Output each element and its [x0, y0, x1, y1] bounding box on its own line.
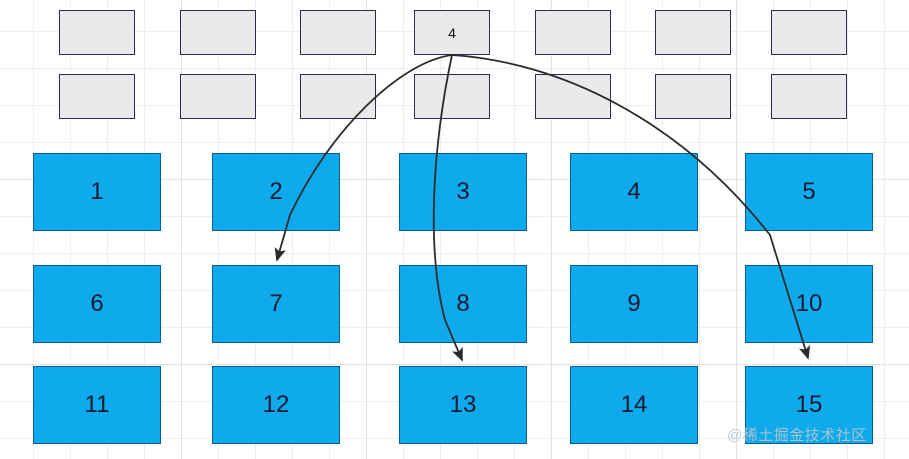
gray-box-bottom-5[interactable] [535, 74, 611, 119]
blue-box-7[interactable]: 7 [212, 265, 340, 343]
blue-box-13[interactable]: 13 [399, 366, 527, 444]
blue-box-4[interactable]: 4 [570, 153, 698, 231]
blue-box-10-label: 10 [795, 290, 823, 317]
blue-box-12-label: 12 [262, 391, 290, 418]
gray-box-top-6[interactable] [655, 10, 731, 55]
gray-box-top-2[interactable] [180, 10, 256, 55]
blue-box-11-label: 11 [84, 391, 110, 418]
gray-box-top-3[interactable] [300, 10, 376, 55]
blue-box-13-label: 13 [449, 391, 477, 418]
blue-box-1-label: 1 [90, 178, 104, 205]
gray-box-bottom-2[interactable] [180, 74, 256, 119]
blue-box-8[interactable]: 8 [399, 265, 527, 343]
gray-box-bottom-1[interactable] [59, 74, 135, 119]
blue-box-14-label: 14 [620, 391, 648, 418]
blue-box-15[interactable]: 15 [745, 366, 873, 444]
gray-box-top-4[interactable]: 4 [414, 10, 490, 55]
blue-box-7-label: 7 [269, 290, 283, 317]
blue-box-2[interactable]: 2 [212, 153, 340, 231]
blue-box-3[interactable]: 3 [399, 153, 527, 231]
blue-box-5-label: 5 [802, 178, 816, 205]
blue-box-8-label: 8 [456, 290, 470, 317]
gray-box-top-1[interactable] [59, 10, 135, 55]
blue-box-9-label: 9 [627, 290, 641, 317]
blue-box-10[interactable]: 10 [745, 265, 873, 343]
blue-box-12[interactable]: 12 [212, 366, 340, 444]
gray-box-bottom-7[interactable] [771, 74, 847, 119]
blue-box-3-label: 3 [456, 178, 470, 205]
blue-box-2-label: 2 [269, 178, 283, 205]
gray-box-top-5[interactable] [535, 10, 611, 55]
gray-box-top-7[interactable] [771, 10, 847, 55]
gray-box-top-4-label: 4 [448, 24, 456, 41]
blue-box-6[interactable]: 6 [33, 265, 161, 343]
gray-box-bottom-6[interactable] [655, 74, 731, 119]
blue-box-4-label: 4 [627, 178, 641, 205]
blue-box-14[interactable]: 14 [570, 366, 698, 444]
gray-box-bottom-3[interactable] [300, 74, 376, 119]
blue-box-5[interactable]: 5 [745, 153, 873, 231]
blue-box-1[interactable]: 1 [33, 153, 161, 231]
blue-box-11[interactable]: 11 [33, 366, 161, 444]
blue-box-15-label: 15 [795, 391, 823, 418]
blue-box-9[interactable]: 9 [570, 265, 698, 343]
watermark-text: @稀土掘金技术社区 [727, 427, 867, 444]
blue-box-6-label: 6 [90, 290, 104, 317]
gray-box-bottom-4[interactable] [414, 74, 490, 119]
